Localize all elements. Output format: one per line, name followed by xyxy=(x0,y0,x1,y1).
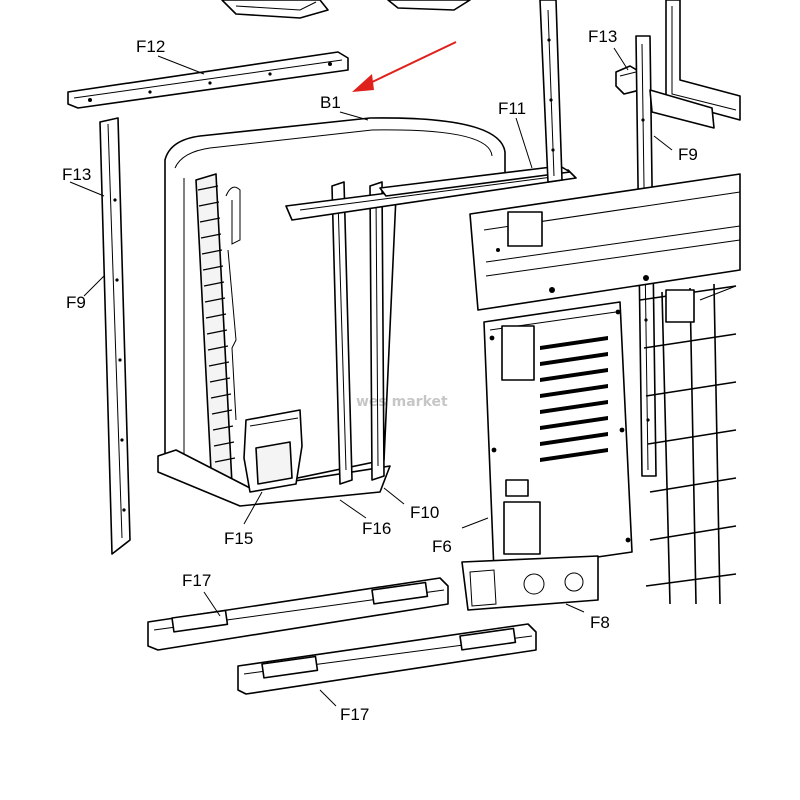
part-f10-bracket[interactable] xyxy=(331,181,385,485)
part-top-right-panel[interactable] xyxy=(649,0,741,129)
part-f17-lower-rail[interactable] xyxy=(237,623,537,695)
label-f11: F11 xyxy=(498,99,526,118)
part-f17-upper-rail[interactable] xyxy=(147,577,449,651)
label-f13-left: F13 xyxy=(62,165,91,184)
label-f16: F16 xyxy=(362,519,391,538)
label-f12: F12 xyxy=(136,37,165,56)
part-front-top-panel[interactable] xyxy=(469,173,741,311)
label-f9-top: F9 xyxy=(678,145,698,164)
part-f12-rail[interactable] xyxy=(67,51,349,109)
label-f6: F6 xyxy=(432,537,452,556)
red-indicator-arrow xyxy=(352,41,457,92)
label-b1: B1 xyxy=(320,93,341,112)
part-f9-left-column[interactable] xyxy=(99,117,131,555)
coil-fins xyxy=(197,185,236,463)
label-f17-upper: F17 xyxy=(182,571,211,590)
label-f15: F15 xyxy=(224,529,253,548)
leader-lines xyxy=(69,47,737,707)
vent-slots xyxy=(540,336,608,462)
label-f17-lower: F17 xyxy=(340,705,369,724)
part-wire-grille[interactable] xyxy=(639,283,737,605)
part-f8-plate[interactable] xyxy=(461,555,599,611)
part-f11-rail[interactable] xyxy=(285,165,577,221)
label-f13-top: F13 xyxy=(588,27,617,46)
part-f6-control-panel[interactable] xyxy=(483,301,633,573)
label-f9-left: F9 xyxy=(66,293,86,312)
top-partial-parts xyxy=(221,0,471,19)
part-right-post[interactable] xyxy=(539,0,563,183)
watermark: wes market xyxy=(356,394,448,410)
part-f15-bracket[interactable] xyxy=(243,409,303,493)
label-f8: F8 xyxy=(590,613,610,632)
part-b1-casing[interactable] xyxy=(157,117,506,507)
label-f10: F10 xyxy=(410,503,439,522)
